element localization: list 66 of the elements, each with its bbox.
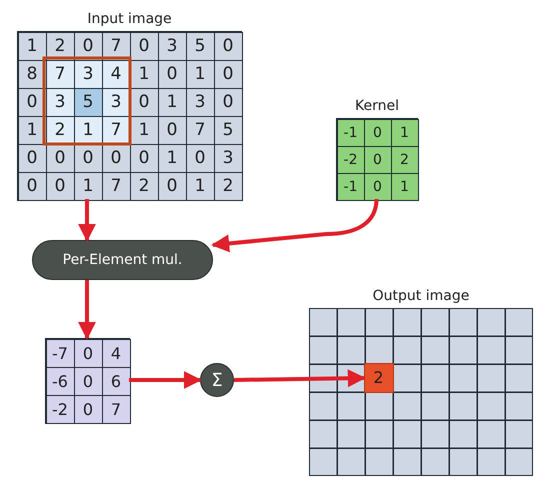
matrix-cell: 1 bbox=[18, 32, 46, 60]
matrix-cell: 2 bbox=[390, 146, 418, 174]
matrix-cell: -2 bbox=[46, 394, 74, 424]
matrix-cell: 0 bbox=[130, 32, 158, 60]
matrix-cell: 5 bbox=[186, 32, 214, 60]
grid-heading: Input image bbox=[86, 11, 173, 27]
matrix-cell: 3 bbox=[186, 88, 214, 116]
matrix-cell: 7 bbox=[102, 172, 130, 200]
grid-heading: Output image bbox=[372, 288, 470, 304]
matrix-cell: 1 bbox=[390, 172, 418, 200]
matrix-cell: 0 bbox=[158, 60, 186, 88]
matrix-cell: 0 bbox=[214, 88, 242, 116]
arrow bbox=[211, 198, 378, 252]
matrix-cell: 3 bbox=[158, 32, 186, 60]
matrix-cell: 1 bbox=[390, 118, 418, 146]
matrix-cell: 7 bbox=[46, 60, 74, 88]
matrix-cell: 7 bbox=[102, 394, 130, 424]
matrix-cell: 0 bbox=[364, 118, 392, 146]
highlighted-cell: 2 bbox=[364, 362, 394, 392]
matrix-cell: 2 bbox=[130, 172, 158, 200]
matrix-cell: 0 bbox=[46, 144, 74, 172]
matrix-cell: 1 bbox=[74, 172, 102, 200]
matrix-cell: 0 bbox=[74, 338, 102, 368]
process-pill: Per-Element mul. bbox=[32, 240, 213, 280]
matrix-cell: -6 bbox=[46, 366, 74, 396]
matrix-cell: 0 bbox=[74, 366, 102, 396]
matrix-cell: 1 bbox=[186, 60, 214, 88]
matrix-cell: 0 bbox=[186, 144, 214, 172]
matrix-cell: 0 bbox=[364, 172, 392, 200]
matrix-cell: 0 bbox=[130, 88, 158, 116]
arrow bbox=[129, 371, 202, 389]
matrix-cell: -1 bbox=[336, 172, 364, 200]
matrix-cell: 2 bbox=[214, 172, 242, 200]
matrix-cell: 5 bbox=[74, 88, 102, 116]
matrix-cell: 7 bbox=[186, 116, 214, 144]
matrix-cell: -7 bbox=[46, 338, 74, 368]
matrix-cell: 4 bbox=[102, 338, 130, 368]
matrix-cell: 0 bbox=[102, 144, 130, 172]
matrix-cell: 0 bbox=[74, 394, 102, 424]
grid-heading: Kernel bbox=[354, 98, 400, 114]
matrix-cell: 3 bbox=[214, 144, 242, 172]
matrix-cell: 0 bbox=[158, 172, 186, 200]
matrix-cell: 0 bbox=[130, 144, 158, 172]
arrow bbox=[234, 369, 366, 388]
matrix-cell: 6 bbox=[102, 366, 130, 396]
matrix-cell: 1 bbox=[186, 172, 214, 200]
sum-circle: Σ bbox=[200, 363, 234, 397]
matrix-cell: 0 bbox=[214, 60, 242, 88]
arrow bbox=[78, 199, 96, 242]
matrix-cell: 0 bbox=[214, 32, 242, 60]
matrix-cell: 0 bbox=[364, 146, 392, 174]
matrix-cell: 1 bbox=[130, 60, 158, 88]
matrix-cell: 0 bbox=[158, 116, 186, 144]
matrix-cell: -1 bbox=[336, 118, 364, 146]
matrix-cell: -2 bbox=[336, 146, 364, 174]
matrix-cell: 1 bbox=[158, 144, 186, 172]
matrix-cell: 0 bbox=[18, 144, 46, 172]
matrix-cell: 0 bbox=[18, 172, 46, 200]
matrix-cell: 1 bbox=[158, 88, 186, 116]
arrow bbox=[78, 280, 96, 340]
matrix-cell: 5 bbox=[214, 116, 242, 144]
matrix-cell: 1 bbox=[130, 116, 158, 144]
matrix-cell: 3 bbox=[74, 60, 102, 88]
matrix-cell: 0 bbox=[46, 172, 74, 200]
matrix-cell: 0 bbox=[74, 144, 102, 172]
matrix-cell: 3 bbox=[46, 88, 74, 116]
